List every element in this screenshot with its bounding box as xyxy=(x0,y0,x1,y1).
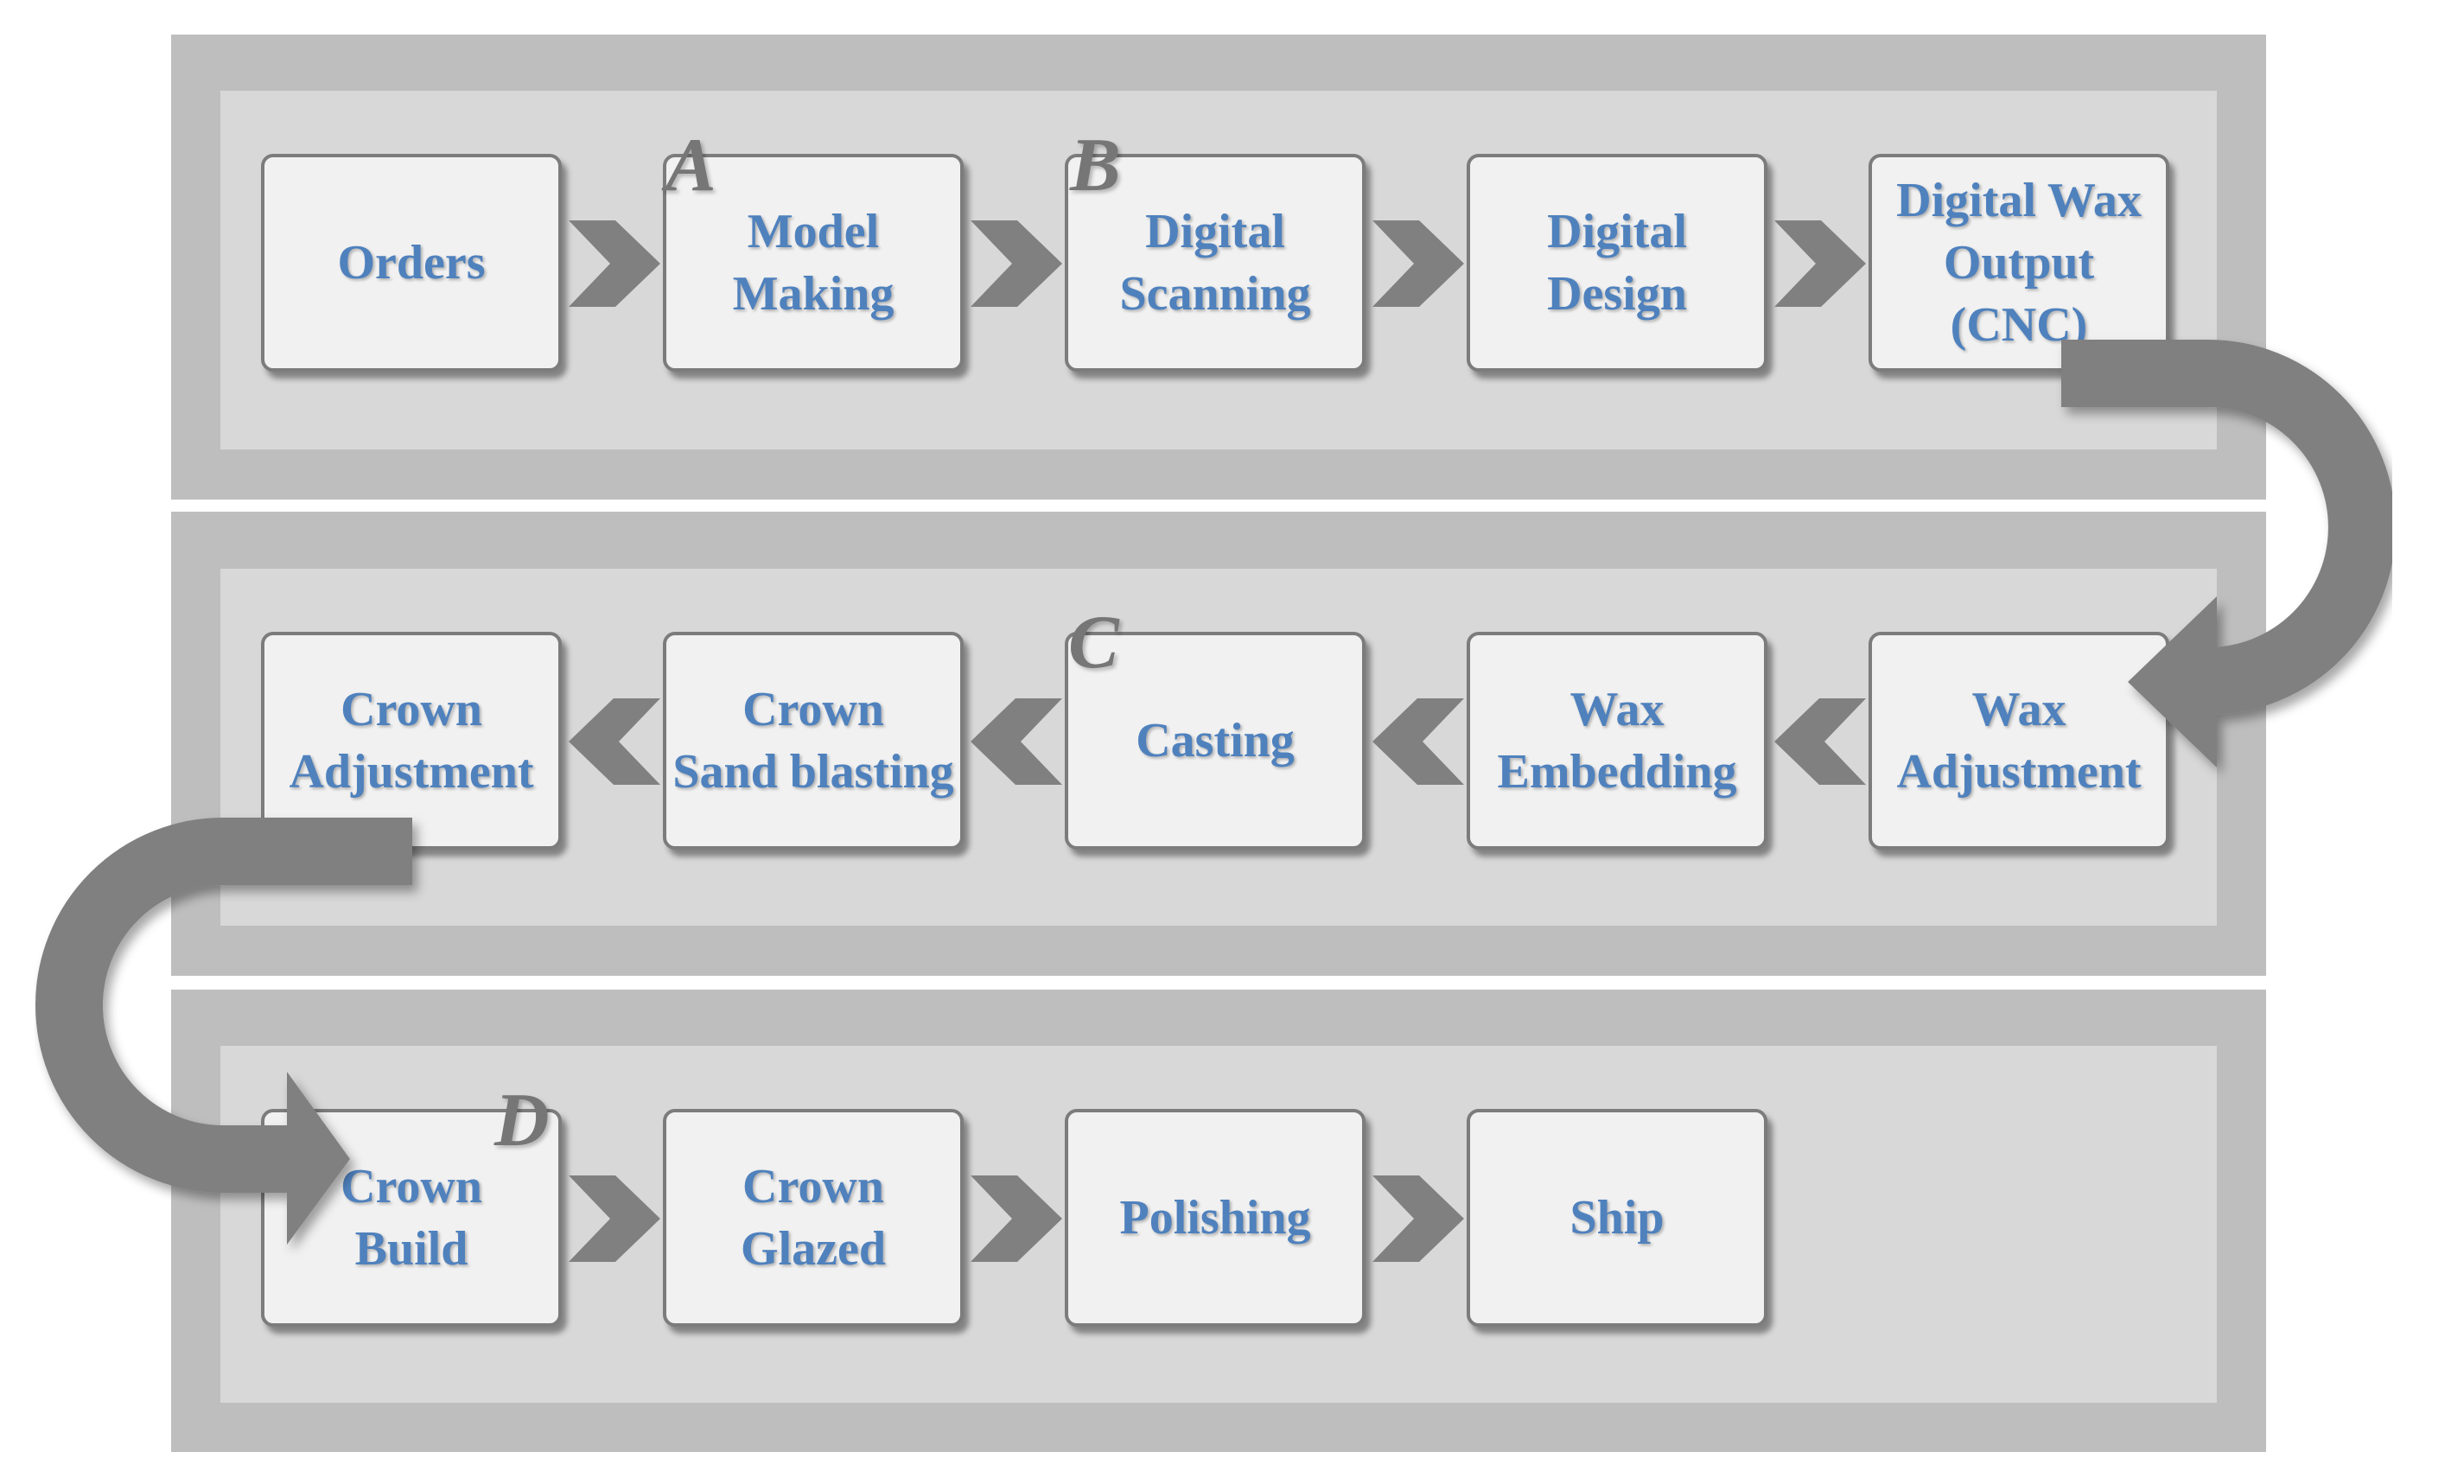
chevron-right-icon xyxy=(569,220,660,307)
step-ship: Ship xyxy=(1467,1109,1767,1327)
stage-marker-d: D xyxy=(494,1079,550,1162)
stage-marker-b: B xyxy=(1070,124,1121,207)
step-model-making: Model Making xyxy=(663,154,964,372)
step-digital-design-label: Digital Design xyxy=(1547,205,1687,321)
chevron-left-icon xyxy=(569,698,660,785)
step-orders: Orders xyxy=(261,154,562,372)
stage-marker-c: C xyxy=(1068,601,1119,685)
step-crown-glazed: Crown Glazed xyxy=(663,1109,964,1327)
step-digital-scanning-label: Digital Scanning xyxy=(1119,205,1311,321)
step-wax-adjustment-label: Wax Adjustment xyxy=(1896,683,2142,799)
step-polishing: Polishing xyxy=(1065,1109,1366,1327)
step-casting: Casting xyxy=(1065,632,1366,850)
step-crown-sandblasting: Crown Sand blasting xyxy=(663,632,964,850)
step-digital-wax-output: Digital Wax Output (CNC) xyxy=(1869,154,2169,372)
chevron-right-icon xyxy=(971,220,1062,307)
step-model-making-label: Model Making xyxy=(732,205,895,321)
step-casting-label: Casting xyxy=(1136,714,1295,767)
step-wax-adjustment: Wax Adjustment xyxy=(1869,632,2169,850)
chevron-right-icon xyxy=(569,1175,660,1262)
step-wax-embedding-label: Wax Embedding xyxy=(1497,683,1737,799)
chevron-left-icon xyxy=(1774,698,1866,785)
step-polishing-label: Polishing xyxy=(1119,1191,1311,1245)
u-turn-arrow-right-icon xyxy=(2061,340,2396,767)
step-ship-label: Ship xyxy=(1569,1191,1665,1245)
step-digital-design: Digital Design xyxy=(1467,154,1767,372)
step-orders-label: Orders xyxy=(337,236,486,290)
chevron-right-icon xyxy=(1372,1175,1464,1262)
chevron-left-icon xyxy=(1372,698,1464,785)
stage-marker-a: A xyxy=(665,124,716,207)
chevron-right-icon xyxy=(971,1175,1062,1262)
chevron-right-icon xyxy=(1774,220,1866,307)
chevron-right-icon xyxy=(1372,220,1464,307)
step-crown-adjustment-label: Crown Adjustment xyxy=(289,683,534,799)
step-digital-scanning: Digital Scanning xyxy=(1065,154,1366,372)
chevron-left-icon xyxy=(971,698,1062,785)
u-turn-arrow-left-icon xyxy=(35,818,412,1245)
step-crown-glazed-label: Crown Glazed xyxy=(741,1160,886,1276)
step-crown-build: Crown Build xyxy=(261,1109,562,1327)
step-crown-build-label: Crown Build xyxy=(341,1160,482,1276)
step-crown-sandblasting-label: Crown Sand blasting xyxy=(672,683,954,799)
step-crown-adjustment: Crown Adjustment xyxy=(261,632,562,850)
step-wax-embedding: Wax Embedding xyxy=(1467,632,1767,850)
